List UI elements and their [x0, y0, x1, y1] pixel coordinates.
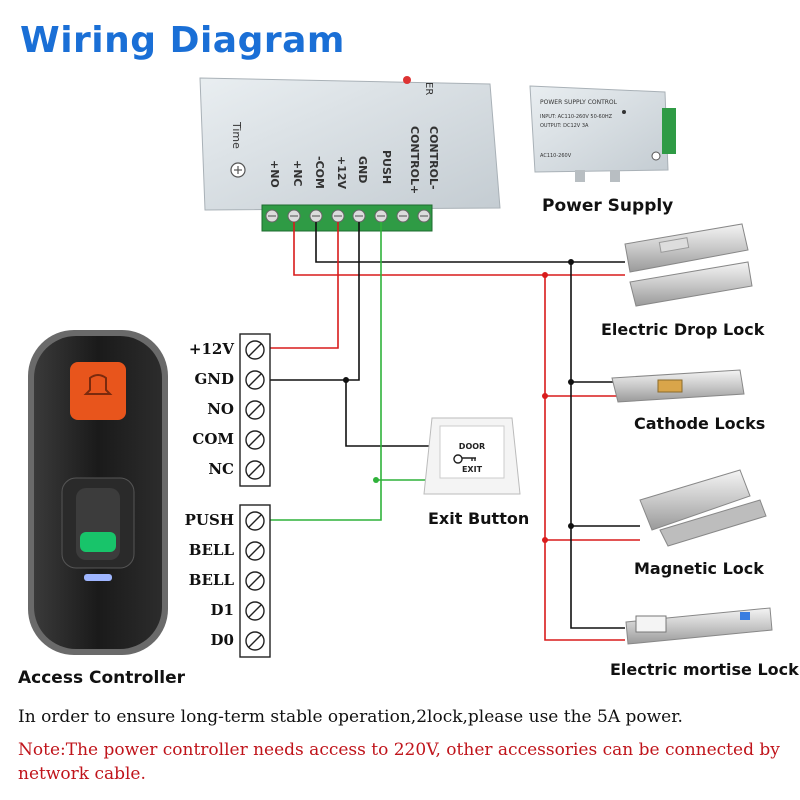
electric-mortise-lock-device	[625, 607, 773, 645]
power-note: Note:The power controller needs access t…	[18, 740, 780, 784]
exit-button-line2: EXIT	[462, 465, 483, 474]
ps-header: POWER SUPPLY CONTROL	[540, 99, 618, 106]
controller-terminal-label: PUSH	[380, 150, 393, 184]
electric-drop-lock-device	[624, 223, 753, 307]
stability-note: In order to ensure long-term stable oper…	[18, 707, 683, 727]
exit-button-line1: DOOR	[459, 442, 485, 451]
controller-terminal-label: GND	[356, 156, 369, 183]
exit-button-device: DOOR EXIT	[423, 417, 521, 495]
terminal-label-gnd: GND	[194, 370, 234, 388]
controller-terminal-label: CONTROL+	[408, 126, 421, 194]
bell-icon	[83, 374, 113, 395]
cathode-lock-caption: Cathode Locks	[634, 414, 766, 433]
controller-terminal-label: +12V	[335, 156, 348, 190]
magnetic-lock-caption: Magnetic Lock	[634, 559, 764, 578]
magnetic-lock-device	[639, 469, 767, 547]
key-icon	[453, 454, 476, 464]
terminal-label-bell: BELL	[188, 571, 234, 589]
diagram-title: Wiring Diagram	[20, 20, 345, 61]
controller-terminal-label: +NC	[291, 160, 304, 187]
terminal-label-no: NO	[207, 400, 234, 418]
power-supply-caption: Power Supply	[542, 196, 674, 216]
drop-lock-caption: Electric Drop Lock	[601, 320, 765, 339]
controller-terminal-label: CONTROL-	[427, 126, 440, 190]
exit-button-caption: Exit Button	[428, 509, 530, 528]
controller-terminal-label: -COM	[313, 156, 326, 189]
indicator-led-icon	[403, 76, 411, 84]
terminal-label-bell: BELL	[188, 541, 234, 559]
controller-terminal-label: +NO	[268, 160, 281, 188]
terminal-label-d1: D1	[210, 601, 234, 619]
cathode-lock-device	[611, 369, 745, 403]
status-led-icon	[84, 574, 112, 581]
time-label: Time	[230, 121, 243, 149]
terminal-label-d0: D0	[210, 631, 234, 649]
ps-output: OUTPUT: DC12V 3A	[540, 123, 589, 129]
wire-junctions	[343, 259, 574, 543]
access-controller-caption: Access Controller	[18, 668, 186, 688]
terminal-label-12v: +12V	[188, 340, 234, 358]
power-controller-box: ER Time CONTROL- CONTROL+ PUSH GND +12V …	[199, 76, 501, 232]
access-terminal-strip-bottom	[239, 504, 271, 658]
ps-ac-range: AC110-260V	[540, 153, 572, 159]
terminal-label-push: PUSH	[184, 511, 234, 529]
terminal-label-com: COM	[192, 430, 234, 448]
access-controller-device	[28, 330, 168, 655]
power-supply-unit: POWER SUPPLY CONTROL INPUT: AC110-260V 5…	[529, 85, 676, 182]
controller-top-label: ER	[423, 82, 434, 95]
mortise-lock-caption: Electric mortise Lock	[610, 660, 799, 679]
bell-button[interactable]	[70, 362, 126, 420]
ps-input: INPUT: AC110-260V 50-60HZ	[540, 114, 613, 120]
access-terminal-strip-top	[239, 333, 271, 487]
terminal-label-nc: NC	[208, 460, 234, 478]
